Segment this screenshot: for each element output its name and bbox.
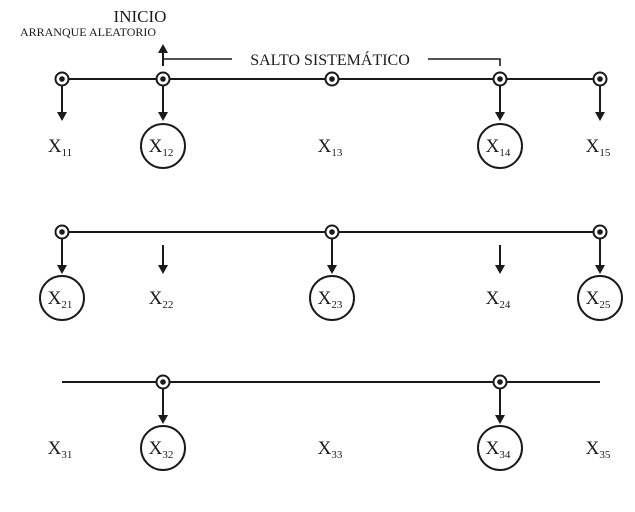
node-dot-x21 — [59, 229, 65, 235]
node-dot-x32 — [160, 379, 166, 385]
element-label-x24: X24 — [486, 288, 511, 311]
node-dot-x25 — [597, 229, 603, 235]
arrow-head-x12 — [158, 112, 168, 121]
arrow-head-x24 — [495, 265, 505, 274]
selected-circle-x23 — [309, 275, 355, 321]
selected-circle-x34 — [477, 425, 523, 471]
node-dot-x12 — [160, 76, 166, 82]
arrow-head-x11 — [57, 112, 67, 121]
start-arrow-head — [158, 44, 168, 53]
element-label-x34: X34 — [486, 438, 511, 461]
element-label-x33: X33 — [318, 438, 343, 461]
arrow-head-x32 — [158, 415, 168, 424]
element-label-x32: X32 — [149, 438, 174, 461]
selected-circle-x14 — [477, 123, 523, 169]
selected-circle-x12 — [140, 123, 186, 169]
node-dot-x11 — [59, 76, 65, 82]
element-label-x25: X25 — [586, 288, 611, 311]
element-label-x12: X12 — [149, 136, 174, 159]
element-label-x14: X14 — [486, 136, 511, 159]
arrow-head-x22 — [158, 265, 168, 274]
salto-sistematico-label: SALTO SISTEMÁTICO — [250, 50, 410, 69]
arrow-head-x25 — [595, 265, 605, 274]
arrow-head-x15 — [595, 112, 605, 121]
node-dot-x13 — [329, 76, 335, 82]
node-dot-x34 — [497, 379, 503, 385]
node-dot-x14 — [497, 76, 503, 82]
node-dot-x15 — [597, 76, 603, 82]
salto-bracket — [162, 58, 232, 66]
arrow-head-x23 — [327, 265, 337, 274]
element-label-x13: X13 — [318, 136, 343, 159]
element-label-x23: X23 — [318, 288, 343, 311]
element-label-x21: X21 — [48, 288, 73, 311]
arrow-head-x21 — [57, 265, 67, 274]
arrow-head-x14 — [495, 112, 505, 121]
salto-bracket-right — [428, 58, 501, 66]
element-label-x35: X35 — [586, 438, 611, 461]
node-dot-x23 — [329, 229, 335, 235]
selected-circle-x25 — [577, 275, 623, 321]
element-label-x31: X31 — [48, 438, 73, 461]
element-label-x15: X15 — [586, 136, 611, 159]
element-label-x22: X22 — [149, 288, 174, 311]
arranque-aleatorio-label: ARRANQUE ALEATORIO — [20, 25, 156, 39]
arrow-head-x34 — [495, 415, 505, 424]
element-label-x11: X11 — [48, 136, 72, 159]
selected-circle-x21 — [39, 275, 85, 321]
selected-circle-x32 — [140, 425, 186, 471]
inicio-label: INICIO — [114, 7, 167, 26]
